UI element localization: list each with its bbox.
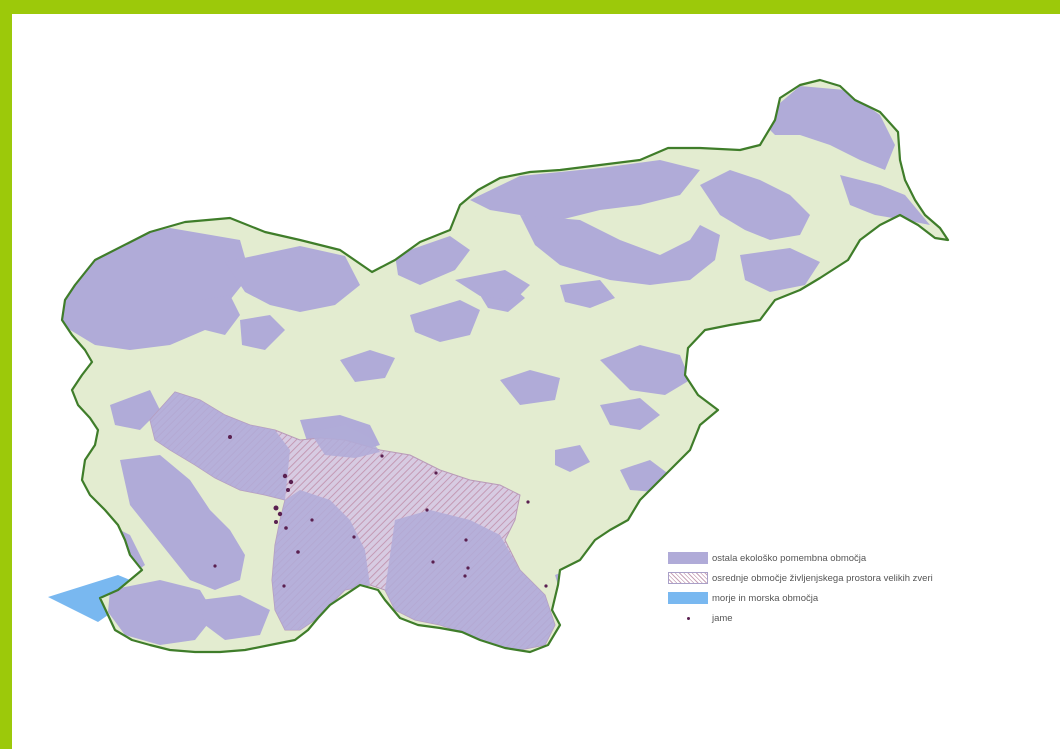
legend-swatch-sea <box>668 592 708 604</box>
cave-point <box>282 473 288 479</box>
legend-label: osrednje območje življenjskega prostora … <box>712 572 933 584</box>
cave-point <box>274 520 278 524</box>
cave-point <box>466 566 470 570</box>
legend-swatch-ecological <box>668 552 708 564</box>
cave-point <box>273 505 279 511</box>
country-border <box>60 78 950 654</box>
cave-point <box>284 526 288 530</box>
legend-label: ostala ekološko pomembna območja <box>712 552 867 564</box>
cave-point <box>277 511 283 517</box>
cave-point <box>431 560 435 564</box>
legend-item-carnivore-area: osrednje območje življenjskega prostora … <box>668 568 933 588</box>
cave-point <box>228 435 232 439</box>
legend-swatch-caves <box>668 612 708 624</box>
legend-swatch-carnivore-area <box>668 572 708 584</box>
ecological-areas <box>62 86 930 645</box>
cave-point <box>288 479 294 485</box>
cave-point <box>282 584 286 588</box>
legend-item-ecological: ostala ekološko pomembna območja <box>668 548 933 568</box>
legend-label: jame <box>712 612 733 624</box>
legend-label: morje in morska območja <box>712 592 819 604</box>
cave-point <box>464 538 468 542</box>
cave-point <box>380 454 384 458</box>
cave-point <box>544 584 548 588</box>
large-carnivore-area <box>149 391 556 651</box>
cave-point <box>463 574 467 578</box>
cave-point <box>213 564 217 568</box>
map-legend: ostala ekološko pomembna območja osrednj… <box>668 548 933 628</box>
sea-area <box>48 575 130 622</box>
cave-point <box>310 518 314 522</box>
legend-item-sea: morje in morska območja <box>668 588 933 608</box>
cave-dot-icon <box>686 616 690 620</box>
legend-item-caves: jame <box>668 608 933 628</box>
cave-point <box>286 488 290 492</box>
cave-point <box>425 508 429 512</box>
cave-point <box>352 535 356 539</box>
cave-point <box>296 550 300 554</box>
cave-point <box>434 471 438 475</box>
cave-point <box>526 500 530 504</box>
cave-points <box>213 435 548 588</box>
